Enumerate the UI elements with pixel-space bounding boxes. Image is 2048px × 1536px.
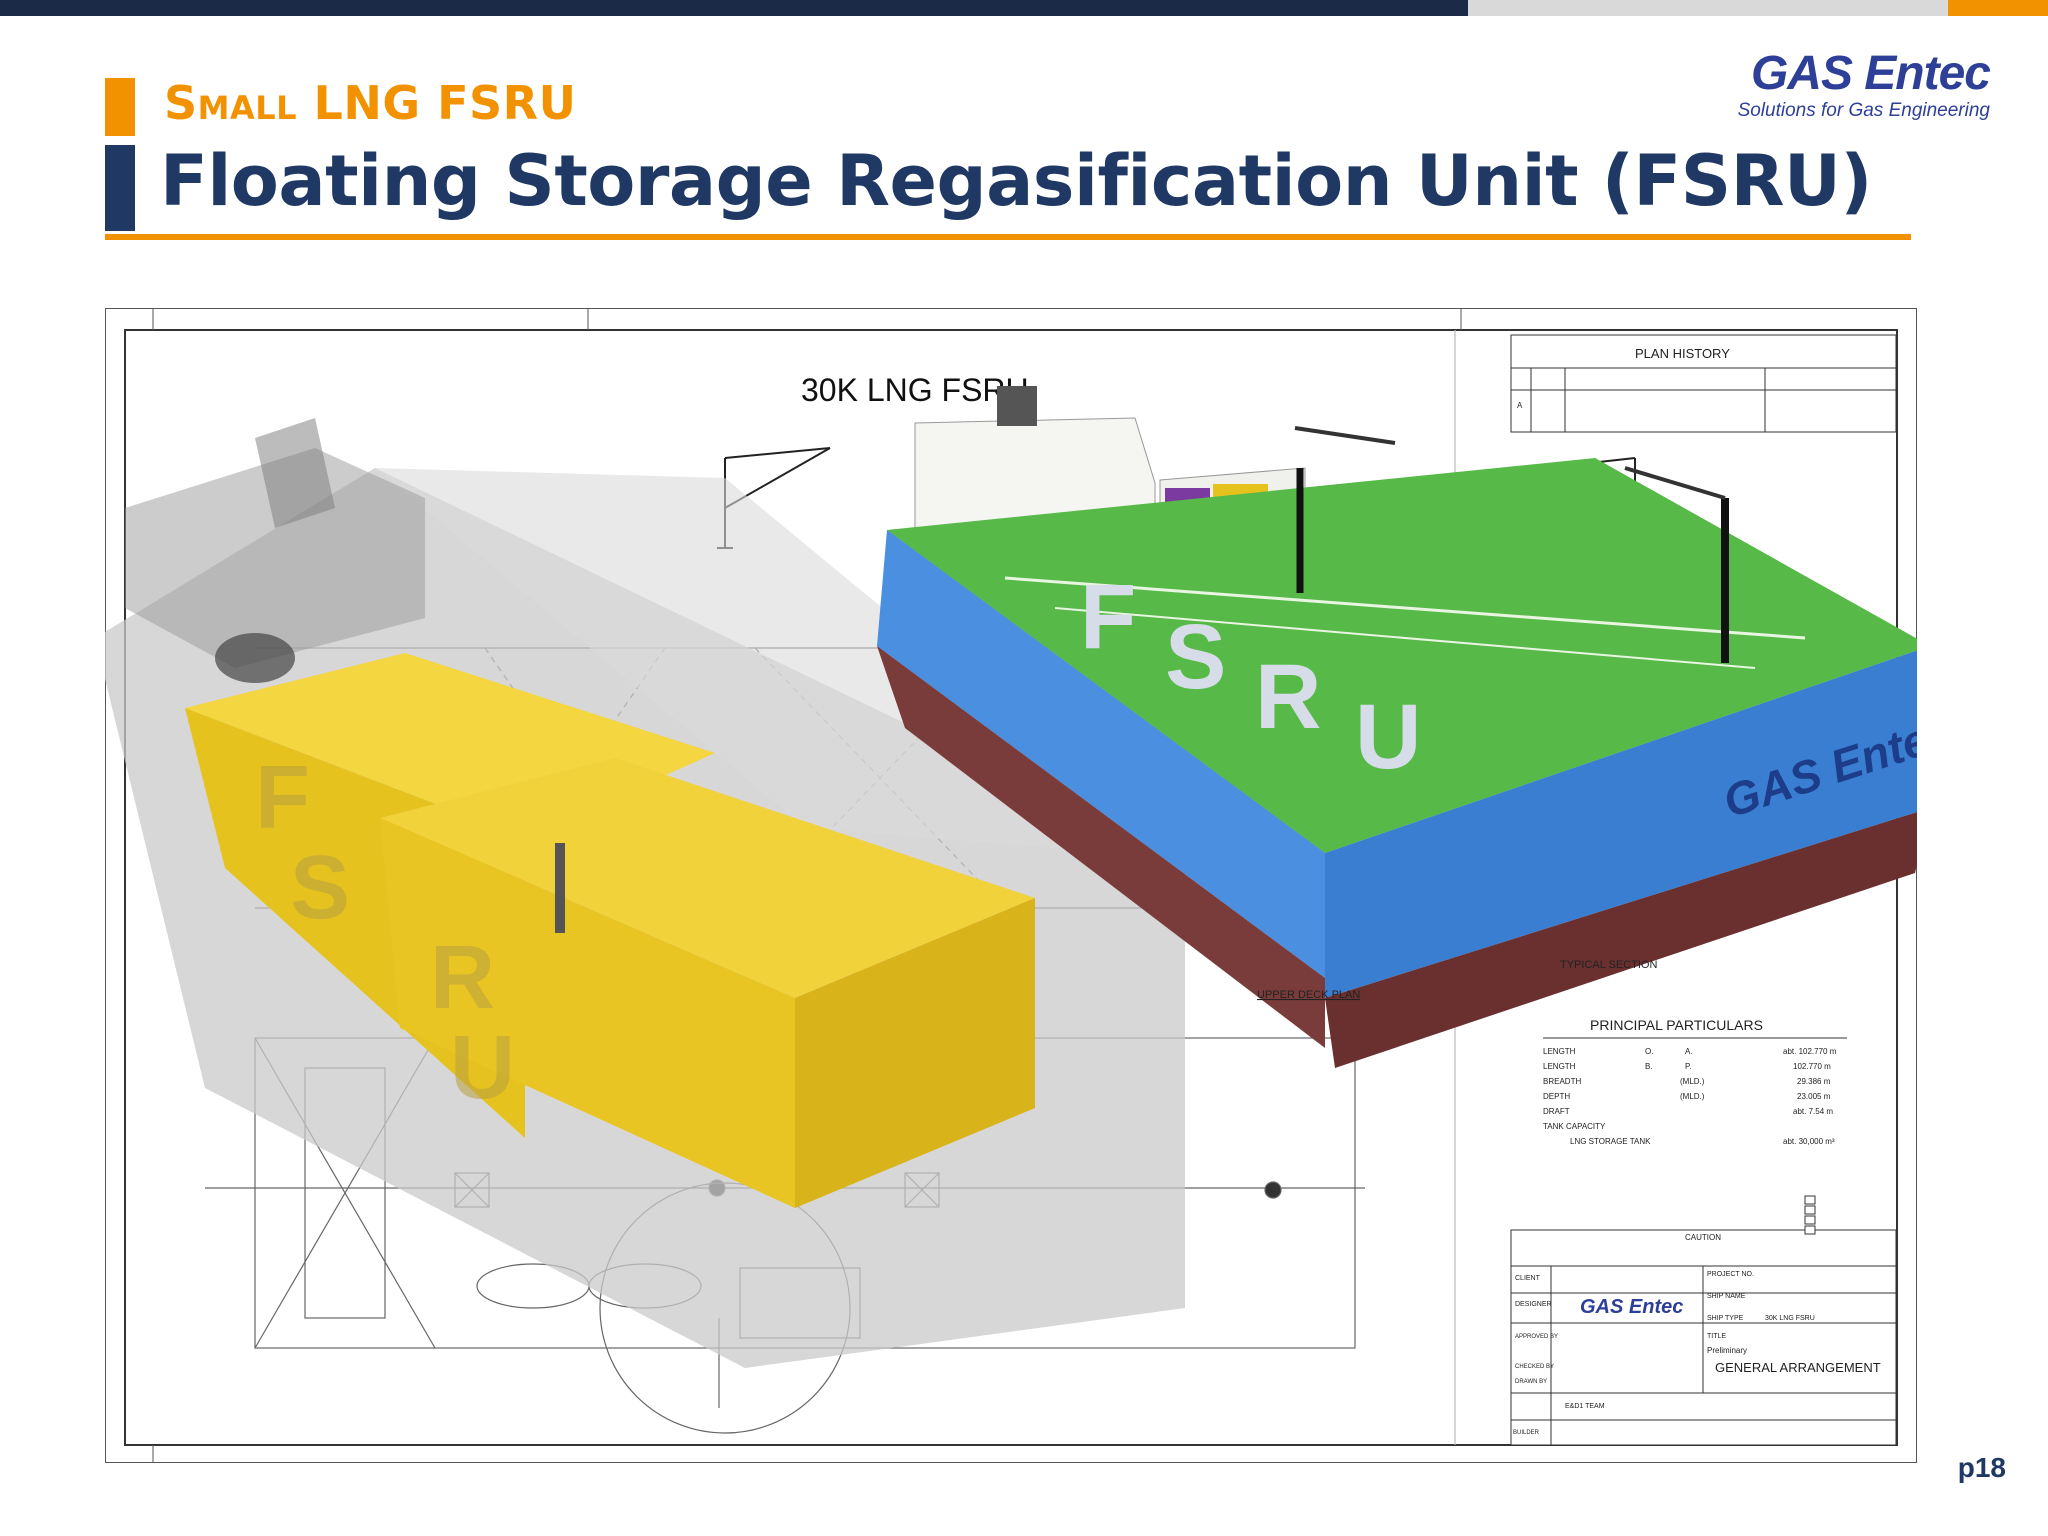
drawing-title: GENERAL ARRANGEMENT [1715, 1360, 1881, 1375]
particular-b: (MLD.) [1680, 1077, 1705, 1086]
particular-a: O. [1645, 1047, 1653, 1056]
title-underline [105, 234, 1911, 240]
project-label: PROJECT NO. [1707, 1271, 1754, 1278]
title-block: CAUTION CLIENT DESIGNER GAS Entec PROJEC… [1510, 1229, 1897, 1446]
designer-logo: GAS Entec [1580, 1296, 1683, 1318]
checked-label: CHECKED BY [1515, 1364, 1554, 1370]
title-label: TITLE [1707, 1333, 1726, 1340]
revision-checkboxes [1804, 1195, 1816, 1235]
svg-text:S: S [1165, 606, 1226, 708]
drawing-caption: 30K LNG FSRU [801, 372, 1029, 408]
plan-history-row: A [1517, 401, 1523, 410]
ship-name-label: SHIP NAME [1707, 1293, 1746, 1300]
svg-text:F: F [255, 748, 310, 848]
svg-text:R: R [1255, 646, 1321, 748]
slide-kicker: Small LNG FSRU [164, 76, 577, 130]
svg-text:U: U [1355, 686, 1421, 788]
fsru-3d-model: F S R U GAS Entec [877, 386, 1917, 1068]
drawn-label: DRAWN BY [1515, 1379, 1547, 1385]
particulars-title: PRINCIPAL PARTICULARS [1590, 1017, 1763, 1033]
svg-text:U: U [450, 1018, 515, 1118]
client-label: CLIENT [1515, 1275, 1541, 1282]
ship-type: 30K LNG FSRU [1765, 1315, 1815, 1322]
particular-label: DEPTH [1543, 1092, 1570, 1101]
typical-section-label: TYPICAL SECTION [1560, 959, 1657, 971]
title-accent [105, 145, 135, 231]
svg-text:S: S [290, 838, 350, 938]
ghost-hull-lettering: F S R U [255, 748, 515, 1118]
slide-title: Floating Storage Regasification Unit (FS… [160, 140, 1872, 222]
top-bar-orange [1948, 0, 2048, 16]
caution-label: CAUTION [1685, 1233, 1721, 1242]
plan-history-block: PLAN HISTORY A [1510, 334, 1897, 433]
dept: E&D1 TEAM [1565, 1403, 1605, 1410]
drawing-status: Preliminary [1707, 1346, 1747, 1355]
page-number: p18 [1957, 1452, 2006, 1483]
ship-type-label: SHIP TYPE [1707, 1315, 1744, 1322]
plan-history-title: PLAN HISTORY [1635, 346, 1730, 361]
particular-label: BREADTH [1543, 1077, 1581, 1086]
particular-value: 23.005 m [1797, 1092, 1831, 1101]
svg-text:F: F [1080, 566, 1136, 668]
approved-label: APPROVED BY [1515, 1334, 1558, 1340]
upper-deck-plan-label: UPPER DECK PLAN [1257, 989, 1360, 1001]
particular-value: 29.386 m [1797, 1077, 1831, 1086]
builder-label: BUILDER [1513, 1430, 1540, 1436]
designer-label: DESIGNER [1515, 1301, 1552, 1308]
principal-particulars: PRINCIPAL PARTICULARS LENGTH O. A. abt. … [1543, 1017, 1847, 1146]
company-logo: GAS Entec Solutions for Gas Engineering [1690, 46, 1991, 126]
fsru-drawing: F S R U 30K LNG FSRU [105, 308, 1917, 1463]
particular-value: abt. 7.54 m [1793, 1107, 1833, 1116]
particular-label: DRAFT [1543, 1107, 1570, 1116]
drawing-inner-border [124, 329, 1898, 1446]
particular-label: LNG STORAGE TANK [1570, 1137, 1651, 1146]
particular-value: abt. 102.770 m [1783, 1047, 1837, 1056]
logo-name: GAS Entec [1750, 47, 1991, 100]
particular-b: A. [1685, 1047, 1693, 1056]
logo-tagline: Solutions for Gas Engineering [1737, 100, 1990, 121]
top-bar-grey [1468, 0, 1948, 16]
particular-b: (MLD.) [1680, 1092, 1705, 1101]
top-bar-dark [0, 0, 1468, 16]
particular-label: LENGTH [1543, 1047, 1576, 1056]
hull-lettering: F S R U [1080, 566, 1421, 788]
particular-label: TANK CAPACITY [1543, 1122, 1606, 1131]
particular-value: abt. 30,000 m³ [1783, 1137, 1835, 1146]
particular-b: P. [1685, 1062, 1692, 1071]
particular-value: 102.770 m [1793, 1062, 1831, 1071]
particular-a: B. [1645, 1062, 1653, 1071]
kicker-accent [105, 78, 135, 136]
particular-label: LENGTH [1543, 1062, 1576, 1071]
svg-text:R: R [430, 928, 495, 1028]
